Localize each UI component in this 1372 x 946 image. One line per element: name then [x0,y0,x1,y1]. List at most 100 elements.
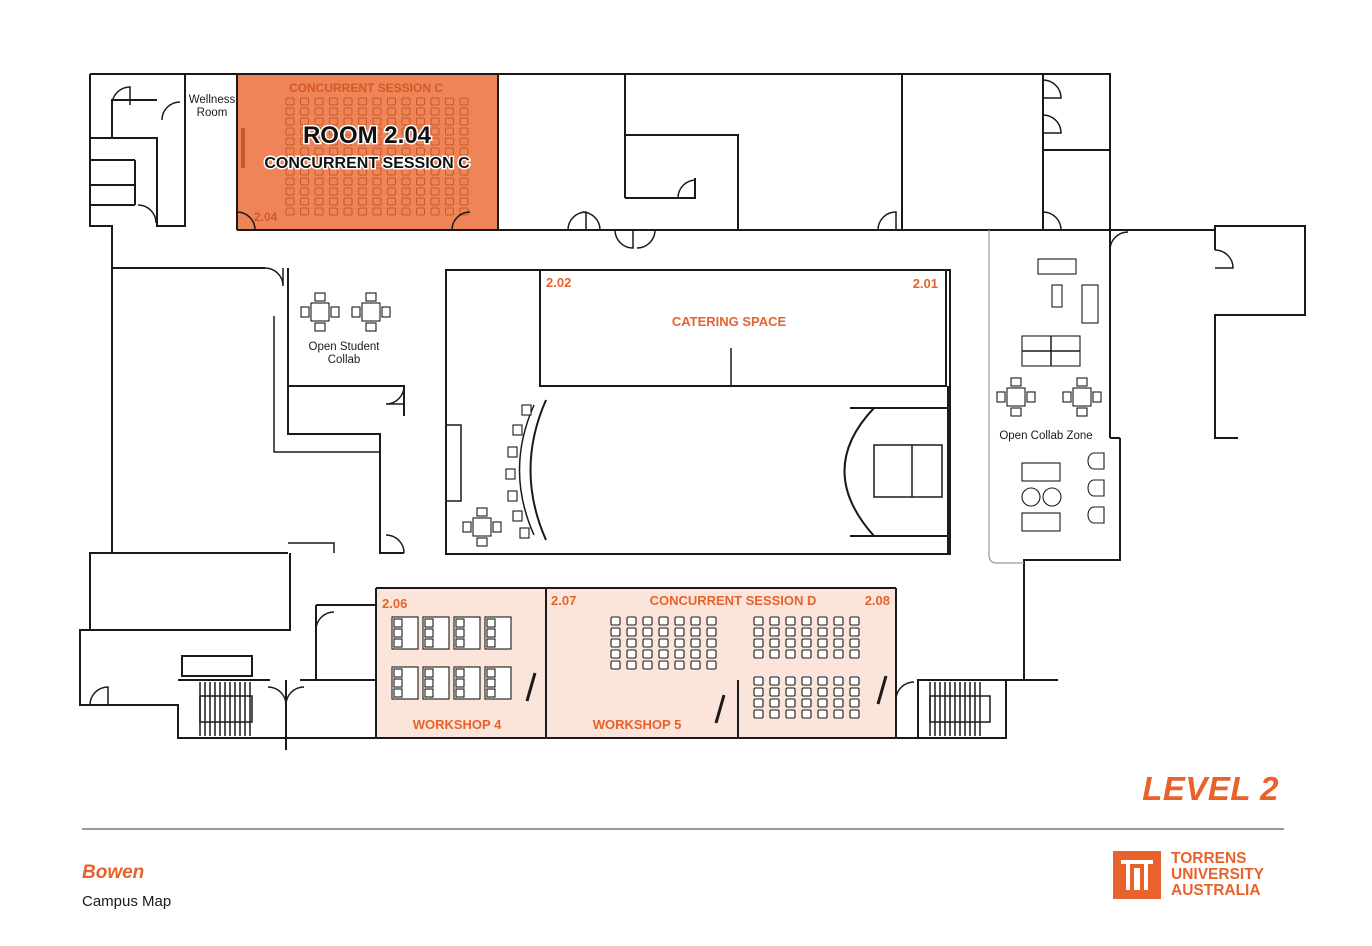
room-2-04-seat [416,117,425,126]
session-d-seat [817,638,828,648]
room-2-04-seat [343,197,353,206]
room-2-04-seat [343,157,353,166]
session-d-seat [833,638,844,648]
room-2-04-seat [314,137,324,146]
room-2-04-title[interactable]: ROOM 2.04 [301,121,433,151]
building-walls [79,73,1306,750]
room-2-04-seat [401,177,411,186]
session-d-seat [849,649,860,659]
room-2-04-seat [329,157,338,166]
furniture [300,258,1105,547]
workshop-4-chair [486,668,496,678]
session-d-seat [801,616,812,626]
room-2-04-faint-label: CONCURRENT SESSION C [289,81,443,95]
sofa [1021,512,1061,532]
room-2-04-seat [300,207,309,216]
open-collab-zone-outline [988,230,1024,564]
room-2-04-seat [285,207,295,216]
screen [525,672,537,702]
room-2-04-number: 2.04 [254,210,278,224]
side-table [1051,284,1063,308]
session-d-seat [801,627,812,637]
room-2-04-seat [416,147,425,156]
room-2-04-seat [358,157,367,166]
session-d-seat [833,698,844,708]
session-d-seat [785,627,796,637]
collab-zone-table-1-chair [1026,391,1036,403]
room-2-04-seat [358,127,367,136]
room-2-04-seat [416,137,425,146]
session-d-seat [801,638,812,648]
round-stool [1021,487,1041,507]
room-2-04-seat [416,177,425,186]
session-d-seat [610,627,621,637]
room-2-04-seat [314,147,324,156]
room-2-04-seat [387,97,396,106]
logo-line-1: TORRENS [1171,850,1247,867]
stair-landing-right [929,695,991,723]
student-collab-table-2-chair [365,322,377,332]
room-2-04-seat [285,147,295,156]
session-d-seat [817,709,828,719]
catering-table-table [472,517,492,537]
session-d-seat [753,649,764,659]
session-d-seat [706,660,717,670]
session-d-seat [801,649,812,659]
room-2-04-seat [401,117,411,126]
catering-table-chair [492,521,502,533]
room-2-04-seat [387,167,396,176]
room-2-04-seat [430,117,440,126]
room-2-04-highlight[interactable] [237,74,498,230]
room-2-04-seat [459,187,469,196]
session-d-seat [785,638,796,648]
room-2-04-seat [416,167,425,176]
logo-line-2: UNIVERSITY [1171,866,1265,883]
room-2-01-number: 2.01 [913,276,938,291]
catering-table-chair [476,537,488,547]
room-2-04-seat [285,117,295,126]
session-d-seat [658,616,669,626]
session-d-seat [849,709,860,719]
room-2-04-seat [387,157,396,166]
room-2-04-seat [343,147,353,156]
room-2-04-seat [343,167,353,176]
room-2-04-seat [430,177,440,186]
room-2-04-seat [285,167,295,176]
room-2-04-seat [300,147,309,156]
room-2-04-seat [343,127,353,136]
session-d-seat [769,698,780,708]
room-2-06-highlight[interactable] [376,588,546,738]
session-d-seat [626,638,637,648]
campus-name: Bowen [82,862,145,883]
workshop-4-chair [455,668,465,678]
room-2-04-seat [445,177,454,186]
room-2-04-seat [459,197,469,206]
session-d-seat [706,638,717,648]
wellness-room-label-2: Room [197,107,228,119]
collab-zone-table-1-chair [1010,377,1022,387]
session-d-seat [849,698,860,708]
room-2-04-seat [358,97,367,106]
collab-zone-table-2-chair [1076,377,1088,387]
session-d-seat [642,616,653,626]
torrens-logo-mark-icon [1113,851,1161,899]
sofa [1037,258,1077,275]
student-collab-table-2-chair [381,306,391,318]
room-2-04-seat [445,127,454,136]
session-d-seat [674,627,685,637]
room-2-04-seat [401,167,411,176]
room-2-04-seat [372,97,382,106]
room-2-04-seat [314,167,324,176]
room-2-04-seat [329,127,338,136]
sofa [1021,462,1061,482]
room-2-04-seat [329,197,338,206]
session-d-seat [690,616,701,626]
collab-zone-table-1-chair [1010,407,1022,417]
room-2-04-seat [459,147,469,156]
room-2-04-seat [430,137,440,146]
room-2-04-seat [329,97,338,106]
room-2-04-seat [430,157,440,166]
room-2-04-seat [314,177,324,186]
room-2-04-seat [459,177,469,186]
room-2-04-seat [372,157,382,166]
